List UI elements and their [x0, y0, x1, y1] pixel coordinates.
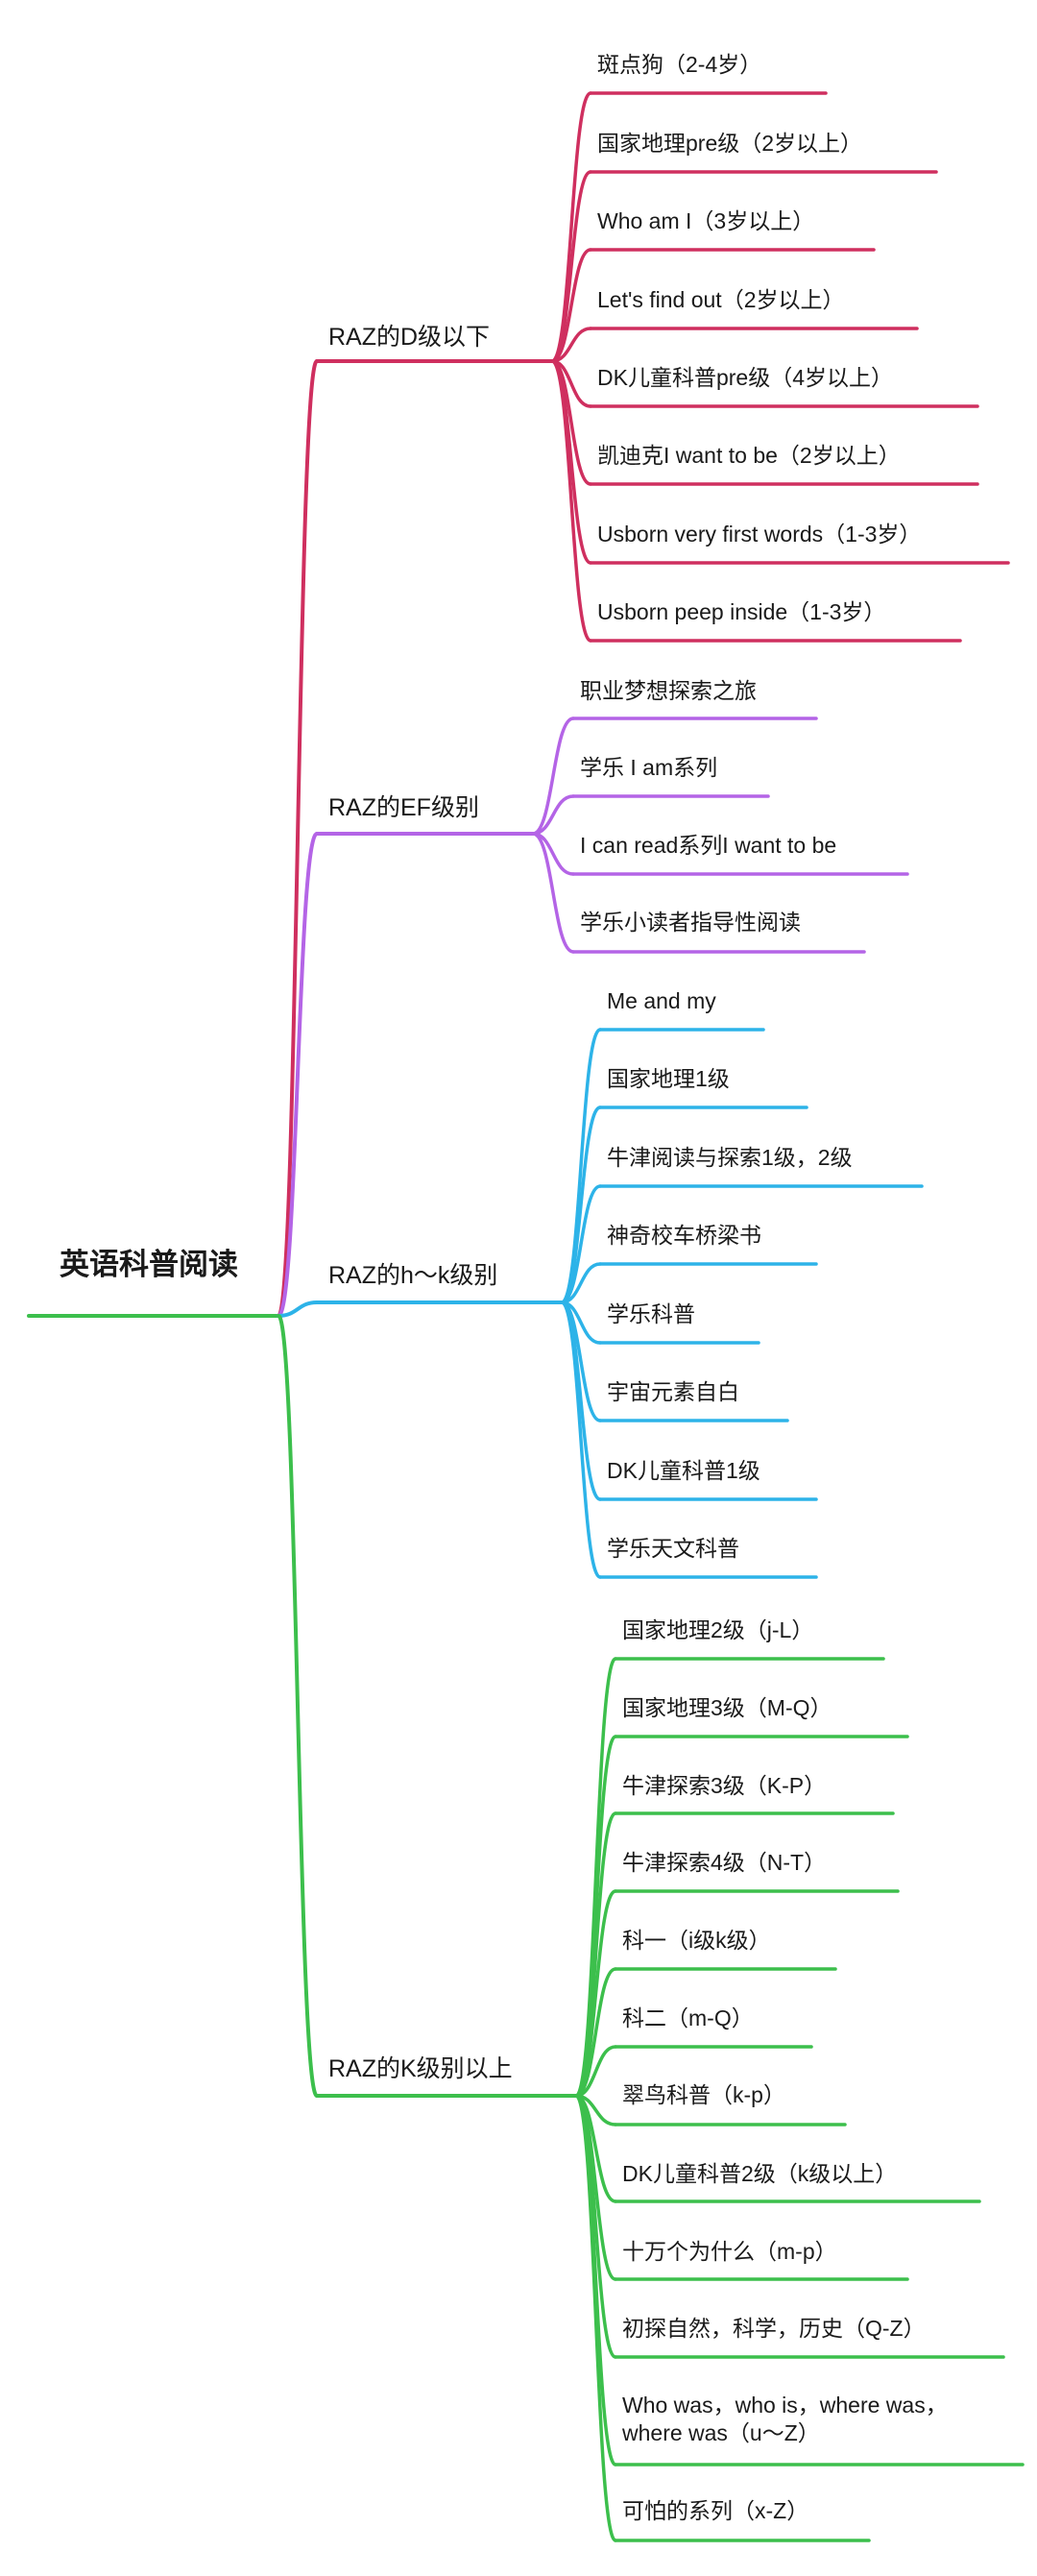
leaf-connector [560, 1028, 602, 1304]
leaf-topic: 凯迪克I want to be（2岁以上） [597, 443, 901, 468]
branch-topic-raz-h-k: RAZ的h～k级别 [328, 1262, 498, 1289]
leaf-topic: I can read系列I want to be [580, 833, 837, 858]
branch-connector [277, 832, 319, 1318]
leaf-connector [531, 717, 575, 836]
leaf-topic: 科一（i级k级） [622, 1928, 771, 1953]
leaf-topic: 神奇校车桥梁书 [607, 1223, 761, 1248]
leaf-connector [531, 832, 575, 954]
leaf-topic: 宇宙元素自白 [607, 1379, 739, 1404]
leaf-connector [550, 359, 592, 643]
leaf-connector [560, 1184, 602, 1304]
leaf-connector [550, 248, 592, 363]
leaf-connector [550, 170, 592, 363]
leaf-topic: 国家地理pre级（2岁以上） [597, 131, 863, 156]
leaf-connector [560, 1262, 602, 1304]
leaf-topic: 牛津阅读与探索1级，2级 [607, 1145, 853, 1170]
leaf-topic: Me and my [607, 988, 716, 1013]
leaf-topic-line: Who was，who is，where was， [622, 2393, 948, 2418]
branch-topic-raz-d-below: RAZ的D级以下 [328, 324, 491, 351]
leaf-topic: 职业梦想探索之旅 [580, 678, 757, 703]
leaf-topic-line: where was（u～Z） [622, 2419, 820, 2445]
leaf-topic: 可怕的系列（x-Z） [622, 2498, 809, 2523]
leaf-topic: 牛津探索3级（K-P） [622, 1773, 827, 1798]
leaf-topic: 十万个为什么（m-p） [622, 2239, 837, 2264]
leaf-topic: 国家地理1级 [607, 1066, 730, 1091]
leaf-topic: Who was，who is，where was， where was（u～Z） [622, 2392, 948, 2447]
leaf-topic: DK儿童科普1级 [607, 1458, 760, 1483]
leaf-connector [550, 327, 592, 363]
leaf-connector [574, 2045, 617, 2098]
leaf-topic: DK儿童科普pre级（4岁以上） [597, 365, 893, 390]
branch-connector [277, 359, 319, 1318]
leaf-topic: 国家地理2级（j-L） [622, 1617, 814, 1642]
leaf-connector [574, 2094, 617, 2542]
leaf-topic: Let's find out（2岁以上） [597, 287, 845, 312]
leaf-topic: 学乐 I am系列 [580, 755, 718, 780]
leaf-topic: 斑点狗（2-4岁） [597, 52, 762, 77]
branch-connector [277, 1314, 319, 2098]
branch-topic-raz-k-above: RAZ的K级别以上 [328, 2055, 513, 2082]
leaf-connector [560, 1300, 602, 1501]
root-topic: 英语科普阅读 [60, 1248, 238, 1281]
branch-connector [277, 1300, 319, 1318]
leaf-topic: 初探自然，科学，历史（Q-Z） [622, 2316, 926, 2341]
leaf-topic: 国家地理3级（M-Q） [622, 1695, 832, 1720]
leaf-connector [574, 1967, 617, 2098]
leaf-topic: 牛津探索4级（N-T） [622, 1850, 827, 1875]
leaf-topic: Usborn peep inside（1-3岁） [597, 599, 886, 624]
leaf-topic: Who am I（3岁以上） [597, 208, 815, 233]
leaf-topic: 科二（m-Q） [622, 2005, 754, 2030]
leaf-topic: DK儿童科普2级（k级以上） [622, 2161, 898, 2186]
branch-topic-raz-ef: RAZ的EF级别 [328, 794, 479, 821]
leaf-connector [531, 794, 575, 836]
leaf-topic: 学乐科普 [607, 1301, 695, 1326]
leaf-topic: Usborn very first words（1-3岁） [597, 522, 922, 547]
leaf-connector [560, 1300, 602, 1579]
leaf-connector [550, 91, 592, 363]
leaf-topic: 学乐天文科普 [607, 1536, 739, 1561]
leaf-topic: 学乐小读者指导性阅读 [580, 910, 801, 935]
leaf-connector [550, 359, 592, 565]
leaf-topic: 翠鸟科普（k-p） [622, 2082, 785, 2107]
leaf-connector [560, 1106, 602, 1304]
